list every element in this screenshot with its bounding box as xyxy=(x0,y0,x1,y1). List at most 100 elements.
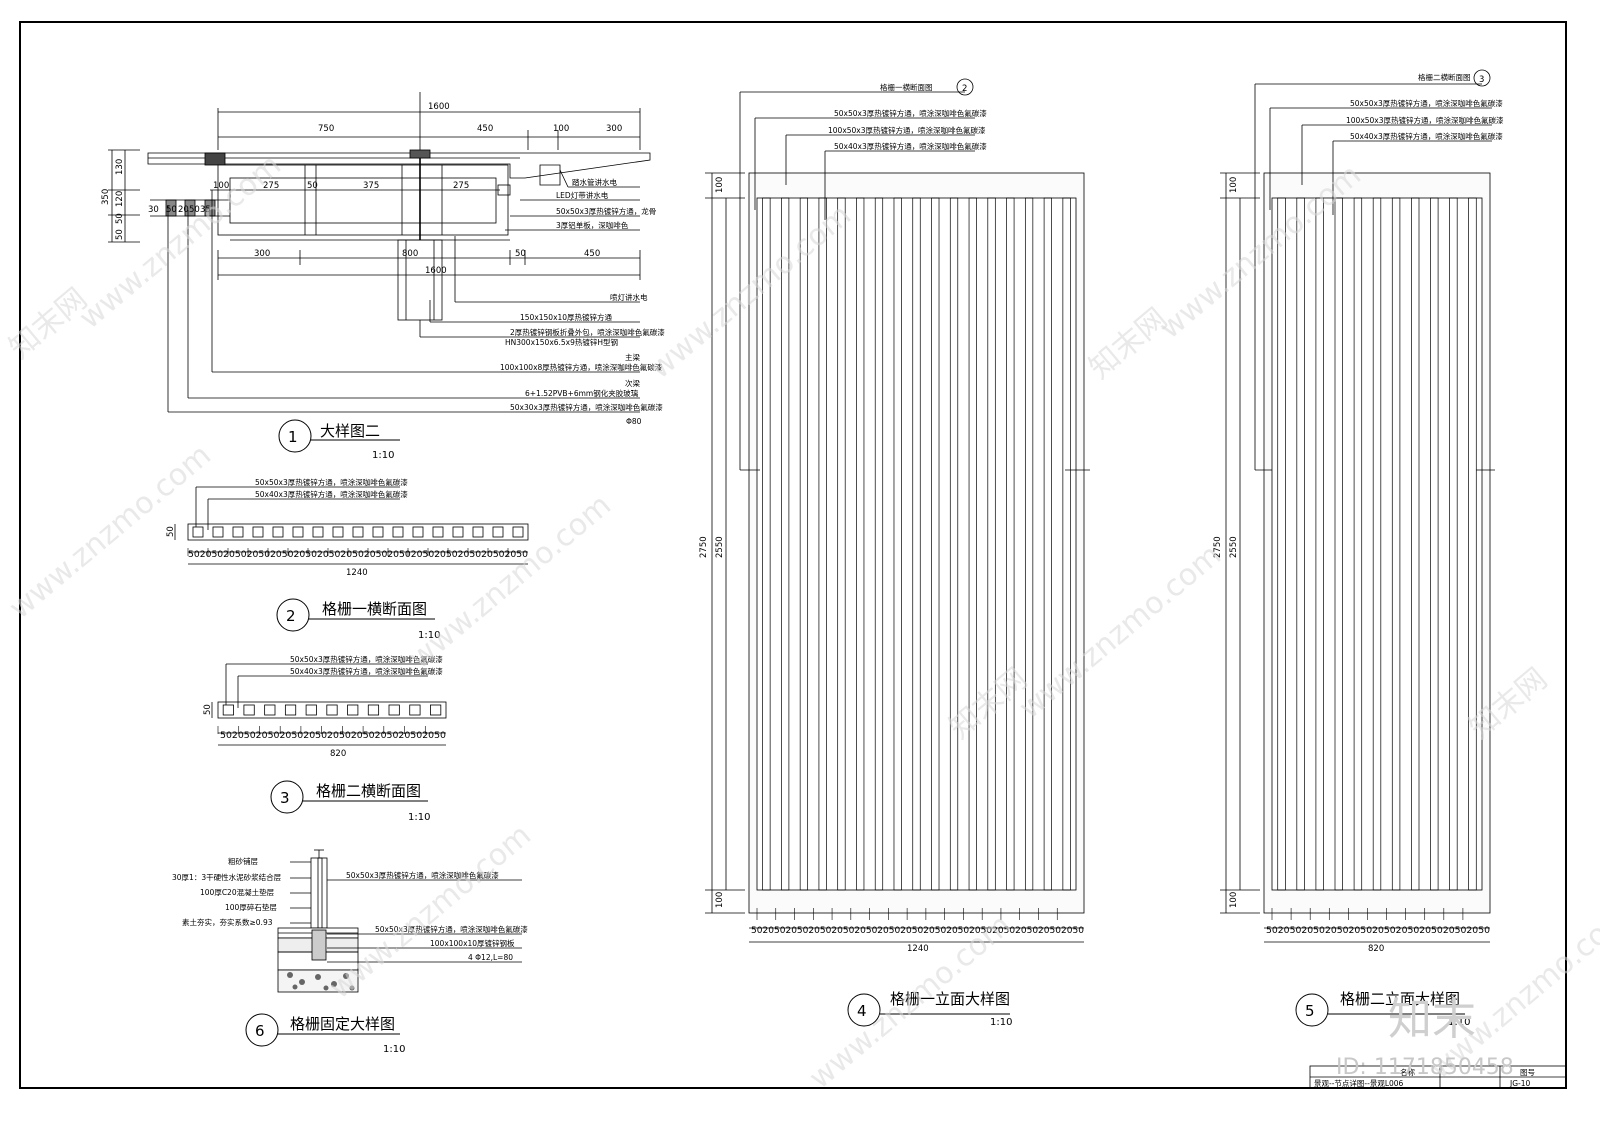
d6-number: 6 xyxy=(255,1022,265,1040)
detail-4-elevation: 格栅一横断面图 2 50x50x3厚热镀锌方通，喷涂深咖啡色氟碳漆 100x50… xyxy=(699,78,1090,1028)
d3-number: 3 xyxy=(280,789,290,807)
d6-label: 粗砂铺层 xyxy=(228,856,258,866)
d1-note: Φ80 xyxy=(626,417,642,426)
d2-dim-seq: 5020502050205020502050205020502050205020… xyxy=(188,550,528,560)
d3-label: 50x40x3厚热镀锌方通，喷涂深咖啡色氟碳漆 xyxy=(290,666,443,676)
d1-dim: 50 xyxy=(166,205,177,215)
d5-label: 50x40x3厚热镀锌方通，喷涂深咖啡色氟碳漆 xyxy=(1350,131,1503,141)
d4-dim-seq: 5020502050205020502050205020502050205020… xyxy=(751,926,1084,936)
d4-label: 50x40x3厚热镀锌方通，喷涂深咖啡色氟碳漆 xyxy=(834,141,987,151)
grille-bar xyxy=(1449,197,1458,891)
grille-bar-section xyxy=(430,704,442,716)
d6-label: 100厚碎石垫层 xyxy=(225,902,277,912)
d3-dim-seq: 50205020502050205020502050205020502050 xyxy=(220,731,446,741)
detail-1-text: 1600 750 450 100 300 100 275 50 375 275 … xyxy=(101,102,665,461)
d4-scale: 1:10 xyxy=(990,1017,1012,1028)
grille-bar xyxy=(1006,197,1015,891)
title-block-drawing-no-label: 图号 xyxy=(1520,1068,1535,1077)
grille-bar xyxy=(1043,197,1052,891)
detail-1-section xyxy=(108,92,651,413)
grille-bar xyxy=(1430,197,1439,891)
d1-dim: 300 xyxy=(254,249,270,259)
grille-bar xyxy=(1277,197,1286,891)
d1-dim: 350 xyxy=(101,189,111,205)
grille-bar-section xyxy=(492,526,504,538)
grille-bar xyxy=(762,197,771,891)
d6-label: 4 Φ12,L=80 xyxy=(468,953,513,962)
grille-bar-section xyxy=(305,704,317,716)
d2-number: 2 xyxy=(286,607,296,625)
grille-bar-section xyxy=(243,704,255,716)
d5-dim: 100 xyxy=(1229,177,1239,193)
d5-ref-title: 格栅二横断面图 xyxy=(1418,72,1471,82)
d6-label: 50x50x3厚热镀锌方通，喷涂深咖啡色氟碳漆 xyxy=(346,870,499,880)
d1-dim: 130 xyxy=(115,159,125,175)
grille-bar-section xyxy=(292,526,304,538)
d5-scale: 1:10 xyxy=(1448,1017,1470,1028)
d3-title: 格栅二横断面图 xyxy=(316,782,421,800)
d4-dim: 100 xyxy=(715,177,725,193)
grille-bar xyxy=(987,197,996,891)
grille-bar-section xyxy=(192,526,204,538)
d3-label: 50x50x3厚热镀锌方通，喷涂深咖啡色氟碳漆 xyxy=(290,654,443,664)
grille-bar-section xyxy=(452,526,464,538)
grille-bar-section xyxy=(472,526,484,538)
grille-bar-section xyxy=(388,704,400,716)
d3-scale: 1:10 xyxy=(408,812,430,823)
d6-label: 30厚1：3干硬性水泥砂浆结合层 xyxy=(172,872,282,882)
d1-label: LED灯带讲水电 xyxy=(556,190,609,200)
grille-bar-section xyxy=(347,704,359,716)
grille-bar xyxy=(1353,197,1363,891)
grille-bar-section xyxy=(272,526,284,538)
grille-bar-section xyxy=(284,704,297,716)
title-block-code: JG-10 xyxy=(1509,1079,1531,1088)
d1-dim: 100 xyxy=(553,124,569,134)
d4-title: 格栅一立面大样图 xyxy=(890,990,1010,1008)
d5-dim: 2750 xyxy=(1213,536,1223,558)
grille-bar xyxy=(912,197,921,891)
d5-dim: 100 xyxy=(1229,892,1239,908)
d4-dim: 2750 xyxy=(699,536,709,558)
d1-label: 50x50x3厚热镀锌方通，龙骨 xyxy=(556,206,656,216)
grille-bar xyxy=(931,197,940,891)
grille-bar xyxy=(949,197,959,891)
d1-label: HN300x150x6.5x9热镀锌H型钢 xyxy=(505,337,618,347)
grille-bar-section xyxy=(367,704,380,716)
grille-bar-section xyxy=(352,526,364,538)
d2-dim-total: 1240 xyxy=(346,568,368,578)
d1-dim-total: 1600 xyxy=(428,102,450,112)
d2-label: 50x40x3厚热镀锌方通，喷涂深咖啡色氟碳漆 xyxy=(255,489,408,499)
d6-label: 100厚C20混凝土垫层 xyxy=(200,887,275,897)
detail-2-section: 50x50x3厚热镀锌方通，喷涂深咖啡色氟碳漆 50x40x3厚热镀锌方通，喷涂… xyxy=(166,477,529,641)
d1-dim: 50 xyxy=(115,229,125,240)
grille-bar-section xyxy=(332,526,344,538)
grille-bar-section xyxy=(412,526,424,538)
d1-title: 大样图二 xyxy=(320,422,380,440)
grille-bar xyxy=(837,197,846,891)
watermark-text: www.znzmo.com xyxy=(323,818,538,1007)
d1-dim: 50 xyxy=(189,205,200,215)
d1-dim: 275 xyxy=(263,181,279,191)
detail-6-section: 粗砂铺层 30厚1：3干硬性水泥砂浆结合层 100厚C20混凝土垫层 100厚碎… xyxy=(172,849,528,1055)
d1-dim: 450 xyxy=(477,124,493,134)
d4-number: 4 xyxy=(857,1002,867,1020)
d6-title: 格栅固定大样图 xyxy=(290,1015,395,1033)
grille-bar-section xyxy=(232,526,244,538)
grille-bar xyxy=(1468,197,1477,891)
d1-label: 踏水管讲水电 xyxy=(572,177,617,187)
grille-bar xyxy=(1372,197,1382,891)
grille-bar xyxy=(818,197,827,891)
d5-dim: 2550 xyxy=(1229,536,1239,558)
d5-ref-num: 3 xyxy=(1479,75,1484,85)
grille-bar-section xyxy=(252,526,264,538)
d1-dim: 800 xyxy=(402,249,418,259)
grille-bar xyxy=(1391,197,1401,891)
d1-number: 1 xyxy=(288,428,298,446)
grille-bar-section xyxy=(392,526,404,538)
grille-bar xyxy=(1062,197,1071,891)
d4-label: 50x50x3厚热镀锌方通，喷涂深咖啡色氟碳漆 xyxy=(834,108,987,118)
grille-bar-section xyxy=(222,704,234,716)
d5-number: 5 xyxy=(1305,1002,1315,1020)
grille-bar xyxy=(874,197,884,891)
